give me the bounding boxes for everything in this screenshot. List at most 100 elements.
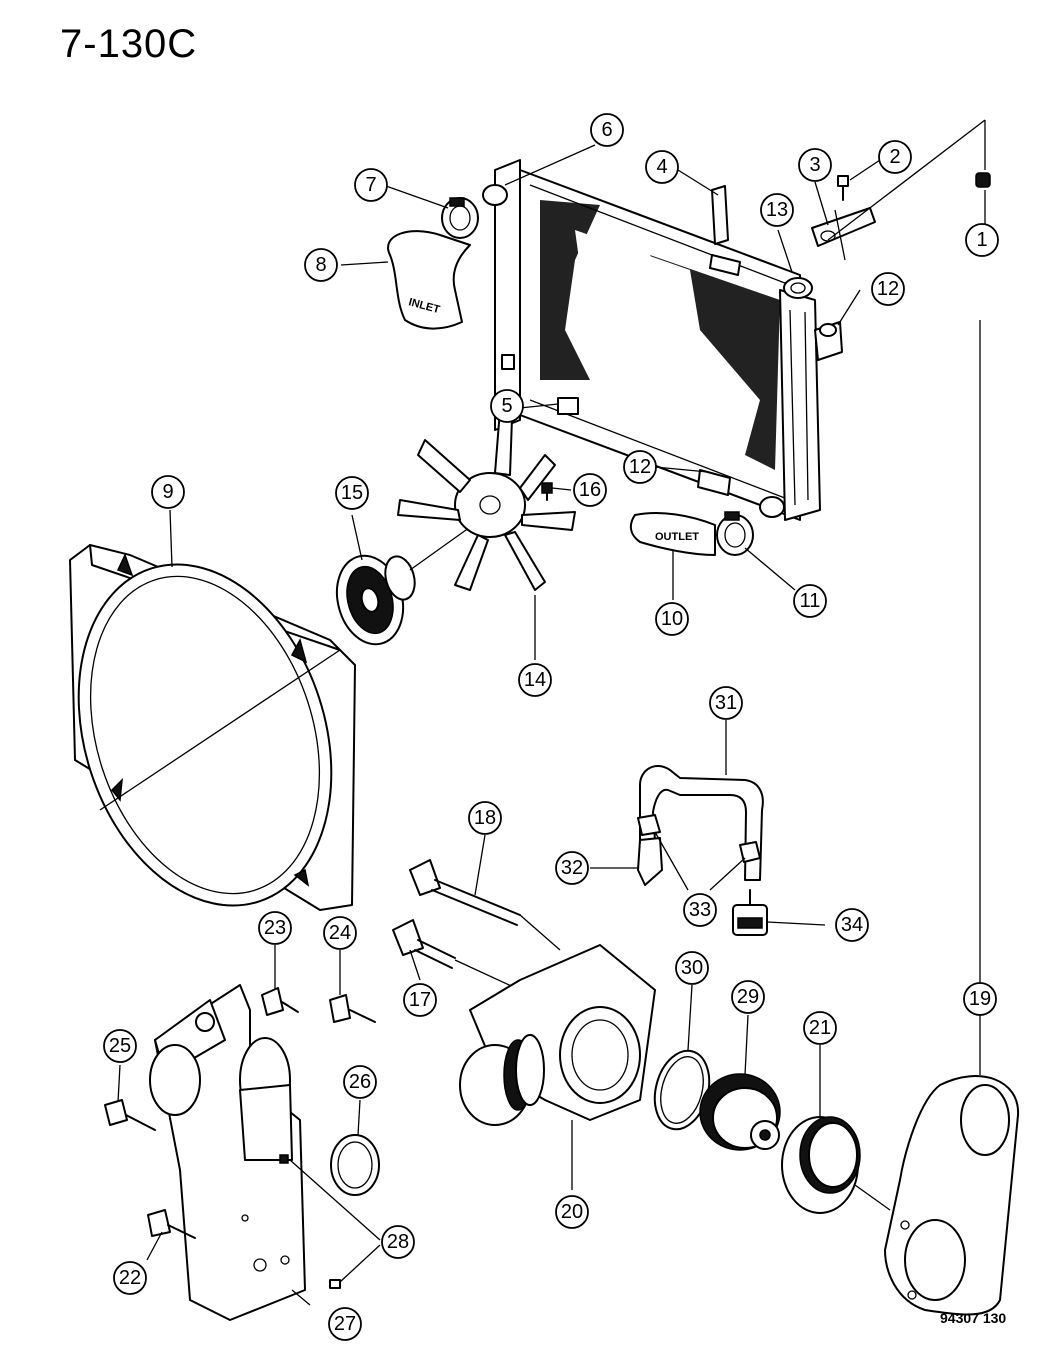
callout-21: 21 (803, 1011, 837, 1045)
bypass-hose (639, 765, 764, 881)
svg-text:29: 29 (737, 986, 759, 1008)
svg-text:28: 28 (387, 1231, 409, 1253)
svg-text:20: 20 (561, 1201, 583, 1223)
callout-24: 24 (323, 916, 357, 950)
fan-clutch (335, 519, 481, 646)
svg-text:9: 9 (162, 481, 173, 503)
thermostat-housing (459, 944, 656, 1126)
svg-text:21: 21 (809, 1017, 831, 1039)
callout-19: 19 (963, 982, 997, 1016)
callout-25: 25 (103, 1029, 137, 1063)
dowel-pin (279, 1154, 341, 1289)
page-title: 7-130C (60, 22, 198, 66)
thermostat-o-ring (653, 1049, 711, 1131)
callout-27: 27 (328, 1307, 362, 1341)
svg-text:23: 23 (264, 917, 286, 939)
callout-31: 31 (709, 686, 743, 720)
svg-text:4: 4 (656, 156, 667, 178)
svg-text:22: 22 (119, 1267, 141, 1289)
svg-text:10: 10 (661, 608, 683, 630)
svg-text:14: 14 (524, 669, 546, 691)
svg-text:27: 27 (334, 1313, 356, 1335)
long-bolt (409, 859, 561, 951)
pump-o-ring (330, 1134, 380, 1196)
bracket-bolt-23 (261, 987, 299, 1016)
callout-28: 28 (381, 1225, 415, 1259)
callout-33: 33 (683, 893, 717, 927)
callout-6: 6 (590, 113, 624, 147)
outlet-hose-clamp (716, 511, 754, 556)
callout-15: 15 (335, 476, 369, 510)
thermostat-seal (781, 1116, 861, 1214)
svg-text:6: 6 (601, 119, 612, 141)
hose-fitting (637, 814, 761, 863)
callout-22: 22 (113, 1261, 147, 1295)
callout-1: 1 (965, 223, 999, 257)
short-bolt (392, 919, 521, 991)
svg-text:34: 34 (841, 914, 863, 936)
callout-34: 34 (835, 908, 869, 942)
nut (827, 119, 991, 241)
svg-text:8: 8 (315, 254, 326, 276)
callout-29: 29 (731, 980, 765, 1014)
fan-shroud (69, 544, 356, 911)
callout-14: 14 (518, 663, 552, 697)
svg-text:32: 32 (561, 857, 583, 879)
figure-code: 94307 130 (940, 1310, 1007, 1326)
svg-text:2: 2 (889, 146, 900, 168)
inlet-hose: INLET (387, 230, 471, 330)
callout-7: 7 (354, 168, 388, 202)
callout-18: 18 (468, 801, 502, 835)
bracket-bolt-25 (104, 1099, 156, 1131)
radiator-mount-bracket (811, 207, 876, 261)
svg-text:16: 16 (579, 479, 601, 501)
callout-8: 8 (304, 248, 338, 282)
accessory-bracket (149, 984, 306, 1321)
callout-32: 32 (555, 851, 589, 885)
outlet-label: OUTLET (655, 531, 699, 543)
housing-gasket (884, 1075, 1020, 1316)
callout-23: 23 (258, 911, 292, 945)
svg-text:13: 13 (766, 199, 788, 221)
bracket-bolt-24 (329, 994, 376, 1023)
temperature-sensor (732, 889, 768, 936)
svg-text:31: 31 (715, 692, 737, 714)
svg-text:33: 33 (689, 899, 711, 921)
callout-12-upper: 12 (871, 272, 905, 306)
callout-16: 16 (573, 473, 607, 507)
svg-text:18: 18 (474, 807, 496, 829)
svg-text:3: 3 (809, 154, 820, 176)
thermostat (699, 1073, 781, 1151)
callout-13: 13 (760, 193, 794, 227)
callout-17: 17 (403, 983, 437, 1017)
bracket-bolt-22 (147, 1209, 196, 1239)
svg-text:11: 11 (800, 590, 821, 612)
leader-lines (117, 144, 986, 1306)
callout-5: 5 (490, 389, 524, 423)
outlet-hose: OUTLET (629, 512, 716, 556)
radiator (482, 159, 843, 521)
callout-10: 10 (655, 602, 689, 636)
svg-text:15: 15 (341, 482, 363, 504)
svg-text:12: 12 (877, 278, 899, 300)
callout-9: 9 (151, 475, 185, 509)
callout-26: 26 (343, 1065, 377, 1099)
callout-4: 4 (645, 150, 679, 184)
fan-bolt (541, 482, 553, 501)
svg-text:7: 7 (365, 174, 376, 196)
heater-fitting (637, 837, 663, 886)
svg-text:26: 26 (349, 1071, 371, 1093)
callout-11: 11 (793, 584, 827, 618)
svg-text:1: 1 (976, 229, 987, 251)
svg-text:25: 25 (109, 1035, 131, 1057)
svg-text:12: 12 (629, 456, 651, 478)
inlet-hose-clamp (441, 197, 479, 239)
svg-text:30: 30 (681, 957, 703, 979)
callout-2: 2 (878, 140, 912, 174)
svg-text:24: 24 (329, 922, 351, 944)
callout-20: 20 (555, 1195, 589, 1229)
cooling-fan (397, 409, 576, 591)
callout-30: 30 (675, 951, 709, 985)
callout-12-lower: 12 (623, 450, 657, 484)
